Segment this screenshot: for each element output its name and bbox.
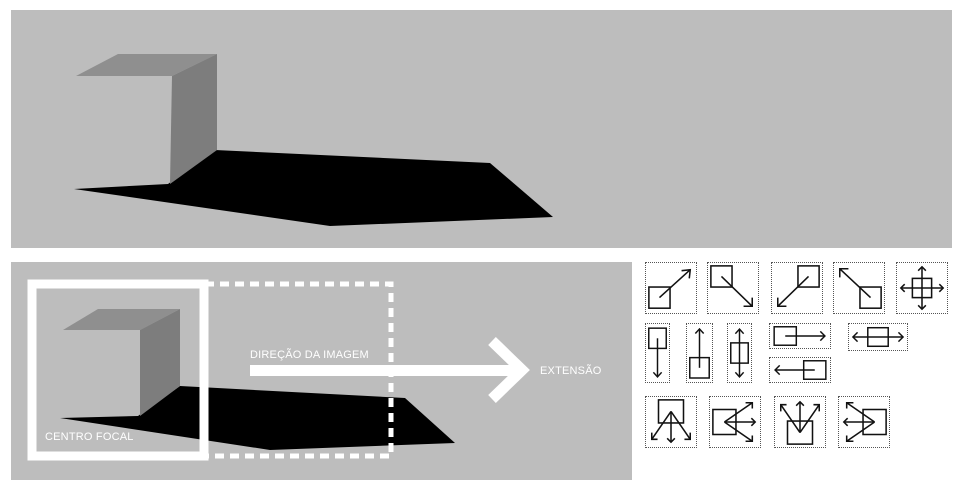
extension-label: EXTENSÃO: [540, 365, 602, 377]
expand-left-spread-icon: [838, 396, 890, 448]
expand-left-icon: [769, 357, 831, 383]
bottom-cube-shadow: [60, 386, 455, 450]
bottom-cube-top-face: [63, 309, 180, 330]
direction-arrow-head: [488, 337, 530, 403]
expand-up-right-icon: [645, 262, 697, 314]
expand-all-directions-icon: [896, 262, 948, 314]
top-cube-side-face: [170, 54, 217, 184]
image-direction-label: DIREÇÃO DA IMAGEM: [250, 349, 369, 361]
expand-up-spread-icon: [774, 396, 826, 448]
expand-up-icon: [686, 323, 713, 383]
expand-down-icon: [645, 323, 670, 383]
direction-arrow-shaft: [250, 365, 518, 376]
expand-down-right-icon: [707, 262, 759, 314]
expand-vertical-icon: [727, 323, 752, 383]
expand-right-spread-icon: [709, 396, 761, 448]
focal-center-frame: [27, 279, 209, 461]
expand-up-left-icon: [833, 262, 885, 314]
expand-horizontal-icon: [848, 323, 908, 351]
expand-down-spread-icon: [645, 396, 697, 448]
expand-down-left-icon: [771, 262, 823, 314]
top-cube-shadow: [74, 150, 553, 226]
focal-center-label: CENTRO FOCAL: [45, 431, 134, 443]
top-cube-top-face: [76, 54, 217, 76]
expand-right-icon: [769, 323, 831, 349]
bottom-cube-side-face: [140, 309, 180, 416]
